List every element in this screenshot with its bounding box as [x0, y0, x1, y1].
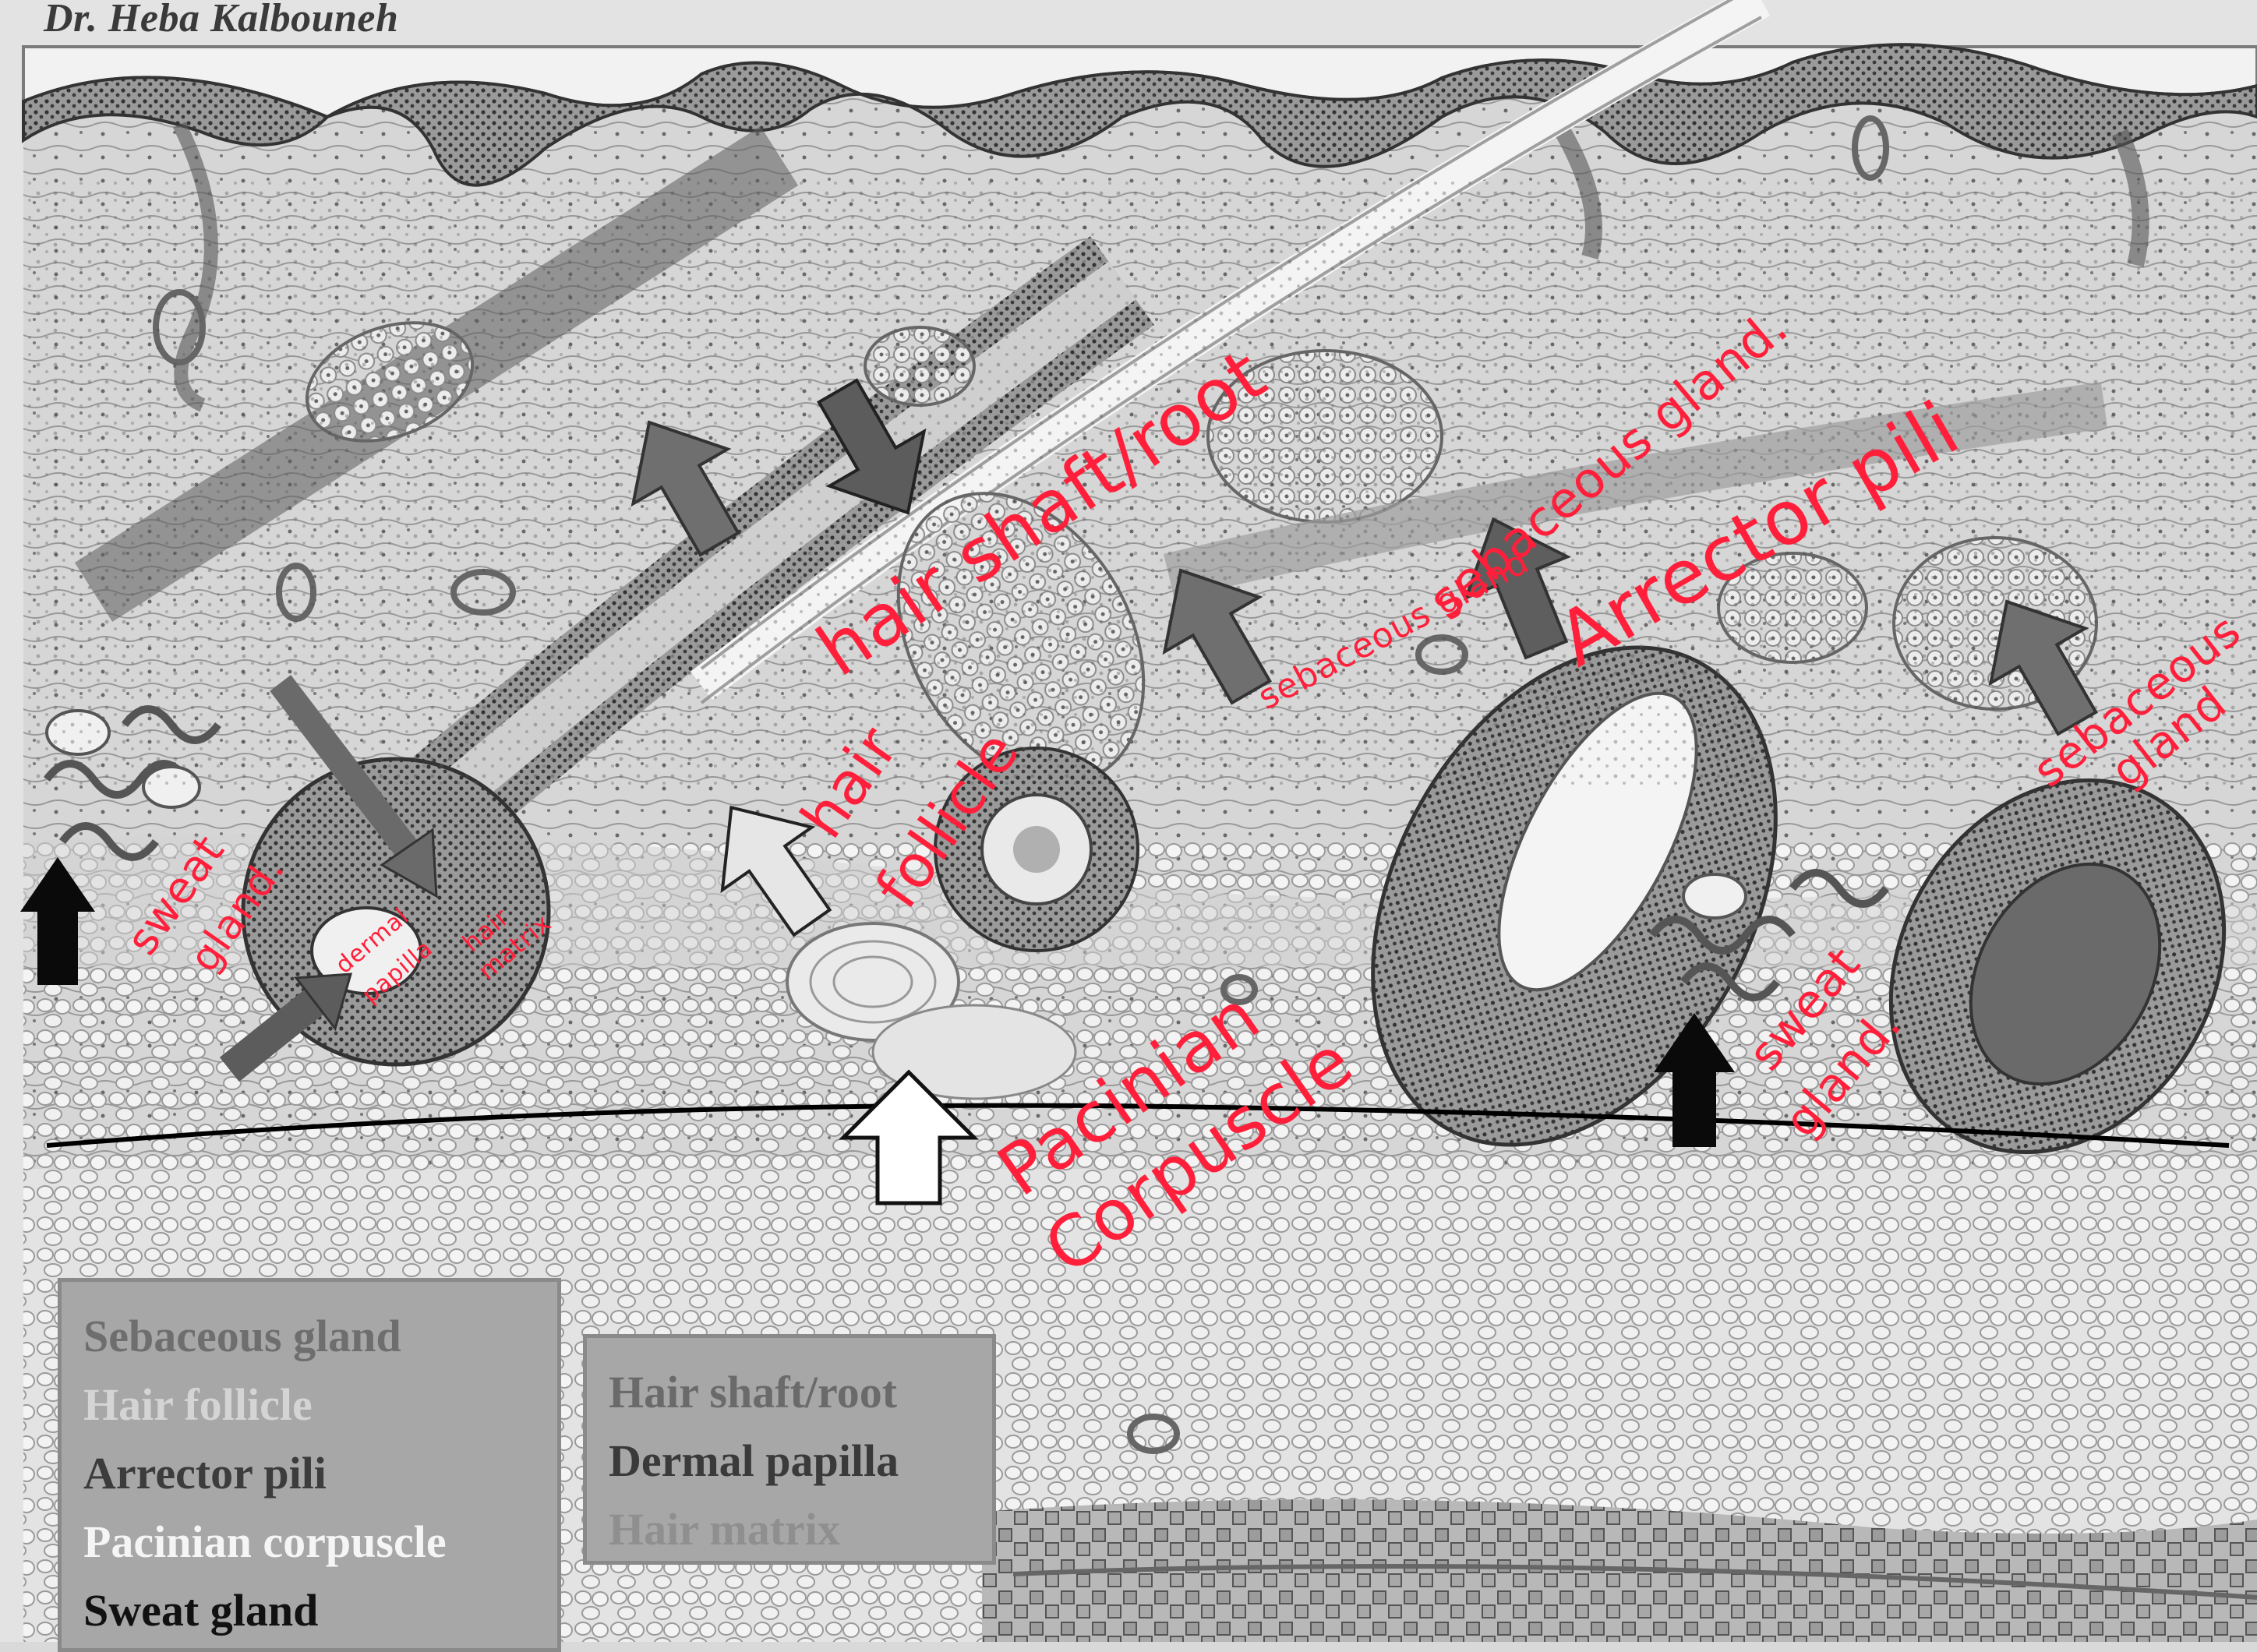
legend-item-sebaceous-gland: Sebaceous gland: [83, 1302, 535, 1371]
legend-item-hair-follicle: Hair follicle: [83, 1371, 535, 1439]
legend-item-sweat-gland: Sweat gland: [83, 1576, 535, 1645]
legend-left: Sebaceous gland Hair follicle Arrector p…: [58, 1278, 561, 1652]
legend-item-pacinian-corpuscle: Pacinian corpuscle: [83, 1508, 535, 1576]
legend-item-hair-shaft-root: Hair shaft/root: [609, 1358, 970, 1427]
legend-item-arrector-pili: Arrector pili: [83, 1439, 535, 1508]
legend-right: Hair shaft/root Dermal papilla Hair matr…: [583, 1334, 996, 1565]
legend-item-dermal-papilla: Dermal papilla: [609, 1427, 970, 1495]
author-credit: Dr. Heba Kalbouneh: [44, 0, 398, 41]
legend-item-hair-matrix: Hair matrix: [609, 1495, 970, 1564]
